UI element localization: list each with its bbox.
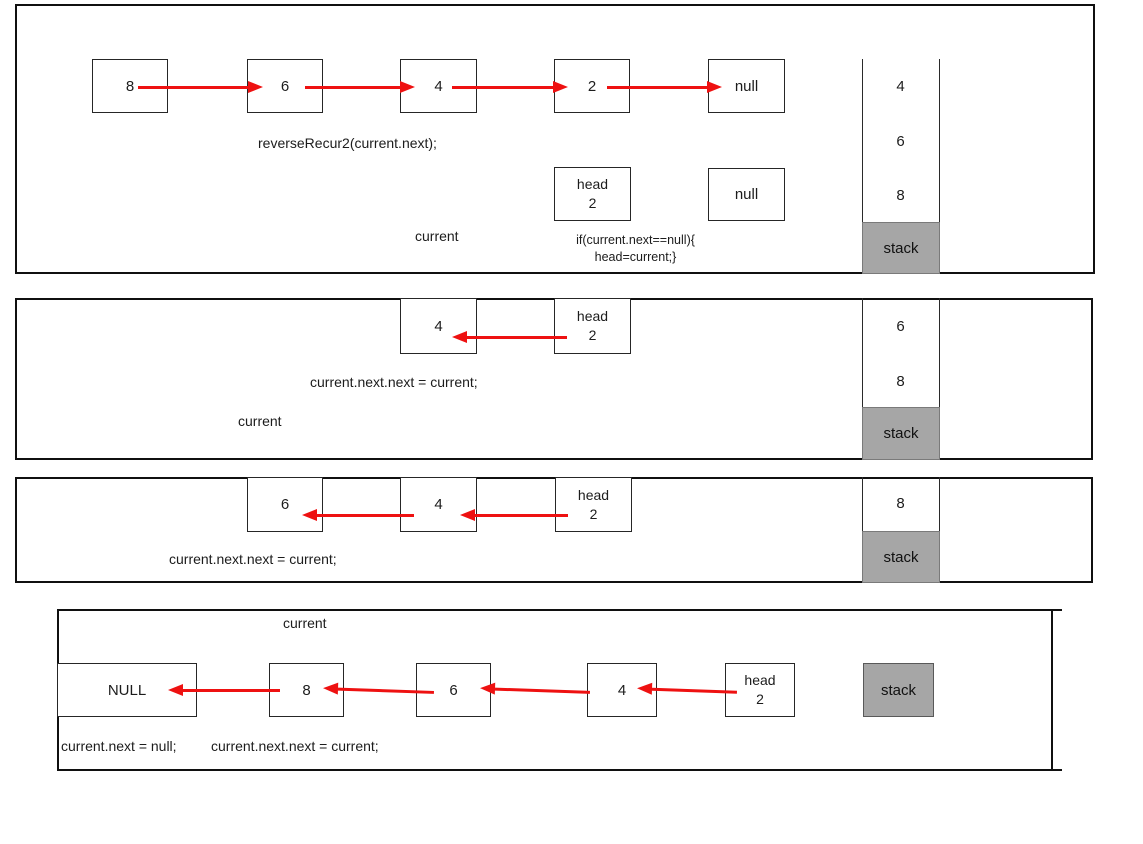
stack-frame-value: 6 <box>896 318 905 335</box>
stack-base-box: stack <box>862 531 940 583</box>
stack-frame-value: 8 <box>896 373 905 390</box>
arrow-shaft <box>138 85 248 89</box>
arrow-head-icon <box>400 81 415 93</box>
stack-right-line <box>939 59 940 274</box>
stack-label: stack <box>883 239 919 257</box>
stack-left-line <box>862 59 863 274</box>
panel4-bottom-border-overhang <box>1051 769 1062 771</box>
node-value: 4 <box>617 681 627 699</box>
arrow-shaft <box>607 85 707 89</box>
assign-code: current.next.next = current; <box>169 551 337 567</box>
arrow-head-icon <box>322 682 339 695</box>
arrow-head-icon <box>460 509 475 521</box>
head-value: 2 <box>589 505 598 522</box>
base-case-code-line2: head=current;} <box>594 250 677 264</box>
arrow-head-icon <box>553 81 568 93</box>
arrow-shaft <box>183 688 280 692</box>
stack-base-box: stack <box>862 407 940 460</box>
stack-right-line <box>939 477 940 583</box>
current-pointer-label: current <box>415 228 459 244</box>
arrow-head-icon <box>168 684 183 696</box>
reversed-pointer-arrow-icon <box>460 508 568 522</box>
head-label: head <box>744 672 776 688</box>
next-pointer-arrow-icon <box>305 80 415 94</box>
current-pointer-label: current <box>238 413 282 429</box>
arrow-head-icon <box>636 682 653 695</box>
arrow-shaft <box>651 687 738 694</box>
node-value: 4 <box>434 496 443 513</box>
head-label: head <box>576 308 609 324</box>
list-node-box-4: 4 <box>400 298 477 354</box>
node-value: NULL <box>107 681 147 699</box>
head-value: 2 <box>588 195 597 211</box>
arrow-shaft <box>317 513 414 517</box>
next-pointer-arrow-icon <box>607 80 722 94</box>
current-pointer-label: current <box>283 615 327 631</box>
base-case-code: if(current.next==null){ head=current;} <box>558 232 713 266</box>
head-pointer-box: head 2 <box>554 298 631 354</box>
stack-base-box: stack <box>862 222 940 274</box>
stack-frame-value: 8 <box>896 187 905 204</box>
stack-frame-value: 6 <box>896 133 905 150</box>
stack-frame-value: 8 <box>896 495 905 512</box>
next-pointer-arrow-icon <box>138 80 263 94</box>
head-label: head <box>576 176 609 192</box>
arrow-head-icon <box>707 81 722 93</box>
arrow-head-icon <box>248 81 263 93</box>
node-value: 6 <box>280 77 290 95</box>
arrow-shaft <box>475 513 568 517</box>
reversed-pointer-arrow-icon <box>302 508 414 522</box>
node-value: null <box>734 186 759 203</box>
node-value: 6 <box>449 681 458 699</box>
arrow-head-icon <box>452 331 467 343</box>
stack-label: stack <box>880 681 916 699</box>
reversed-pointer-arrow-icon <box>452 330 567 344</box>
reversed-pointer-arrow-icon <box>168 683 280 697</box>
next-pointer-arrow-icon <box>452 80 568 94</box>
assign-code: current.next.next = current; <box>310 374 478 390</box>
node-value: 8 <box>302 681 311 699</box>
head-label: head <box>577 486 610 503</box>
node-value: null <box>734 77 759 95</box>
arrow-shaft <box>337 687 435 694</box>
stack-label: stack <box>883 425 919 442</box>
list-node-box-4: 4 <box>400 477 477 532</box>
node-value: 8 <box>125 77 135 95</box>
arrow-shaft <box>467 335 567 339</box>
null-box: null <box>708 168 785 221</box>
recursive-call-code: reverseRecur2(current.next); <box>258 135 437 151</box>
head-pointer-box: head 2 <box>554 167 631 221</box>
base-case-code-line1: if(current.next==null){ <box>576 233 695 247</box>
head-value: 2 <box>756 691 764 707</box>
list-node-box-4: 4 <box>587 663 657 717</box>
arrow-shaft <box>494 687 591 694</box>
stack-label: stack <box>883 548 919 566</box>
arrow-shaft <box>305 85 400 89</box>
node-value: 2 <box>587 77 597 95</box>
stack-left-line <box>862 477 863 583</box>
arrow-head-icon <box>479 682 496 695</box>
null-assign-code: current.next = null; <box>61 738 177 754</box>
stack-left-line <box>862 298 863 460</box>
panel4-top-border-overhang <box>1051 609 1062 611</box>
stack-frame-value: 4 <box>896 78 905 95</box>
node-value: 6 <box>280 496 290 513</box>
assign-code: current.next.next = current; <box>211 738 379 754</box>
node-value: 4 <box>434 317 443 335</box>
stack-base-box: stack <box>863 663 934 717</box>
arrow-shaft <box>452 85 553 89</box>
arrow-head-icon <box>302 509 317 521</box>
head-pointer-box: head 2 <box>555 477 632 532</box>
node-value: 4 <box>434 77 443 95</box>
stack-right-line <box>939 298 940 460</box>
list-node-box-6: 6 <box>247 477 323 532</box>
head-value: 2 <box>588 327 597 343</box>
